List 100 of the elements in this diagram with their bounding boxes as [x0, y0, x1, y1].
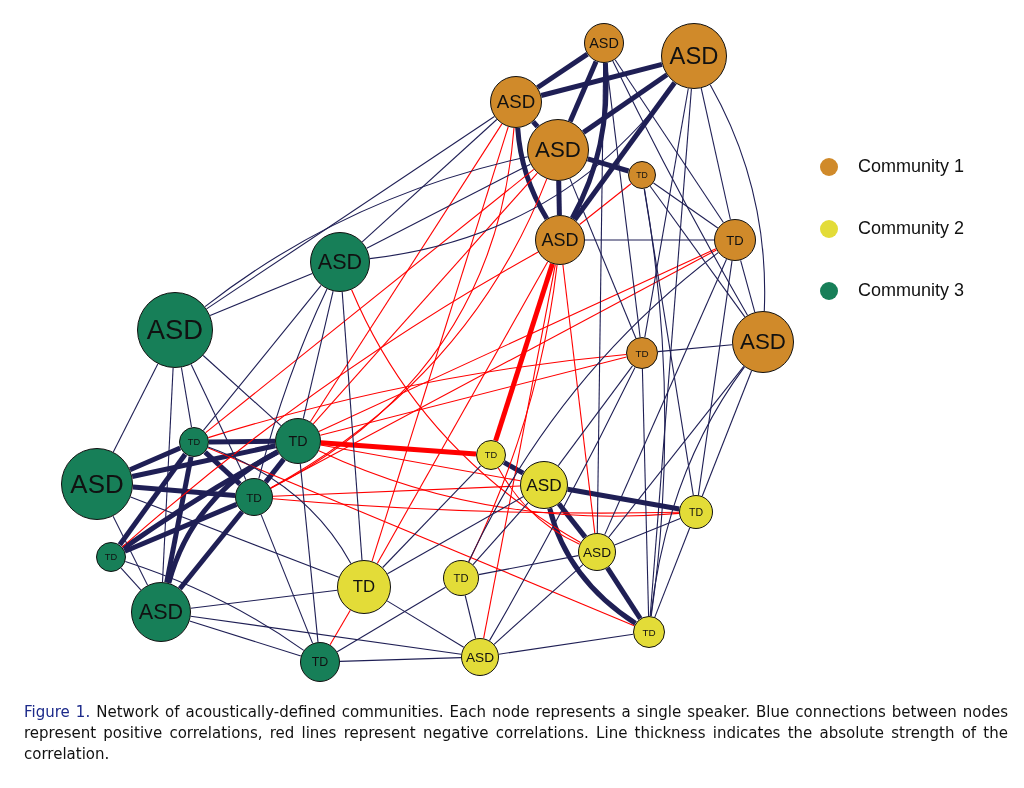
connection-line: [614, 59, 724, 224]
connection-line: [386, 600, 465, 648]
connection-line: [468, 252, 719, 563]
speaker-node: TD: [337, 560, 391, 614]
connection-line: [468, 264, 558, 563]
speaker-node: TD: [443, 560, 479, 596]
connection-line: [132, 484, 236, 498]
connection-line: [488, 366, 636, 642]
connection-line: [605, 566, 643, 620]
legend-label: Community 2: [858, 218, 965, 239]
connection-line: [189, 620, 302, 657]
speaker-node: TD: [179, 427, 209, 457]
connection-line: [376, 261, 549, 565]
connection-line: [202, 354, 282, 427]
connection-line: [207, 353, 627, 439]
connection-line: [531, 119, 540, 129]
connection-line: [562, 264, 596, 534]
connection-line: [740, 259, 756, 313]
connection-line: [478, 555, 579, 576]
connection-line: [570, 62, 609, 220]
connection-line: [270, 127, 515, 489]
connection-line: [649, 185, 746, 318]
connection-line: [567, 486, 680, 512]
speaker-node: ASD: [61, 448, 133, 520]
connection-line: [207, 446, 352, 564]
speaker-node: TD: [275, 418, 321, 464]
legend-label: Community 3: [858, 280, 965, 301]
connection-line: [302, 290, 334, 420]
connection-line: [120, 567, 142, 591]
connection-line: [209, 272, 313, 317]
speaker-node: ASD: [732, 311, 794, 373]
speaker-node: ASD: [661, 23, 727, 89]
speaker-node: ASD: [584, 23, 624, 63]
legend-label: Community 1: [858, 156, 965, 177]
connection-line: [258, 288, 328, 480]
speaker-node: ASD: [490, 76, 542, 128]
connection-line: [483, 264, 556, 639]
connection-line: [270, 178, 548, 489]
connection-line: [567, 60, 599, 123]
connection-line: [203, 450, 242, 487]
connection-line: [339, 657, 462, 662]
connection-line: [299, 463, 319, 643]
speaker-node: TD: [628, 161, 656, 189]
speaker-node: TD: [633, 616, 665, 648]
connection-line: [190, 615, 462, 655]
speaker-node: ASD: [310, 232, 370, 292]
connection-line: [536, 52, 589, 90]
connection-line: [657, 344, 733, 353]
connection-line: [557, 365, 634, 467]
connection-line: [272, 498, 680, 514]
connection-line: [207, 447, 635, 627]
connection-line: [319, 356, 628, 436]
speaker-node: ASD: [578, 533, 616, 571]
speaker-node: TD: [235, 478, 273, 516]
speaker-node: ASD: [131, 582, 191, 642]
connection-line: [569, 178, 637, 339]
connection-line: [202, 284, 322, 431]
connection-line: [129, 445, 182, 472]
speaker-node: ASD: [535, 215, 585, 265]
connection-line: [208, 438, 276, 445]
connection-line: [493, 263, 555, 442]
connection-line: [652, 182, 719, 229]
speaker-node: TD: [476, 440, 506, 470]
connection-line: [309, 123, 503, 423]
connection-line: [579, 183, 632, 226]
speaker-node: ASD: [137, 292, 213, 368]
connection-line: [556, 502, 588, 539]
connection-line: [472, 502, 529, 566]
speaker-node: ASD: [520, 461, 568, 509]
connection-line: [604, 258, 728, 536]
connection-line: [112, 515, 149, 586]
connection-line: [700, 87, 731, 221]
connection-line: [351, 289, 582, 544]
speaker-node: TD: [300, 642, 340, 682]
connection-line: [121, 251, 539, 548]
connection-line: [547, 507, 637, 626]
connection-line: [131, 443, 277, 479]
connection-line: [329, 609, 351, 646]
connection-line: [341, 291, 363, 561]
connection-line: [272, 485, 521, 497]
connection-line: [320, 444, 521, 482]
connection-line: [166, 449, 279, 584]
connection-line: [206, 115, 495, 310]
connection-line: [709, 84, 766, 312]
connection-line: [493, 564, 584, 645]
connection-line: [556, 180, 562, 216]
speaker-node: ASD: [461, 638, 499, 676]
speaker-node: TD: [626, 337, 658, 369]
connection-line: [117, 452, 188, 547]
connection-line: [190, 589, 338, 609]
connection-line: [263, 457, 286, 484]
connection-line: [540, 61, 663, 98]
connection-line: [572, 81, 677, 222]
speaker-node: TD: [714, 219, 756, 261]
connection-line: [382, 465, 482, 569]
connection-line: [112, 363, 159, 453]
connection-line: [161, 367, 174, 583]
connection-line: [697, 260, 733, 496]
connection-line: [386, 496, 524, 575]
connection-line: [312, 172, 538, 425]
